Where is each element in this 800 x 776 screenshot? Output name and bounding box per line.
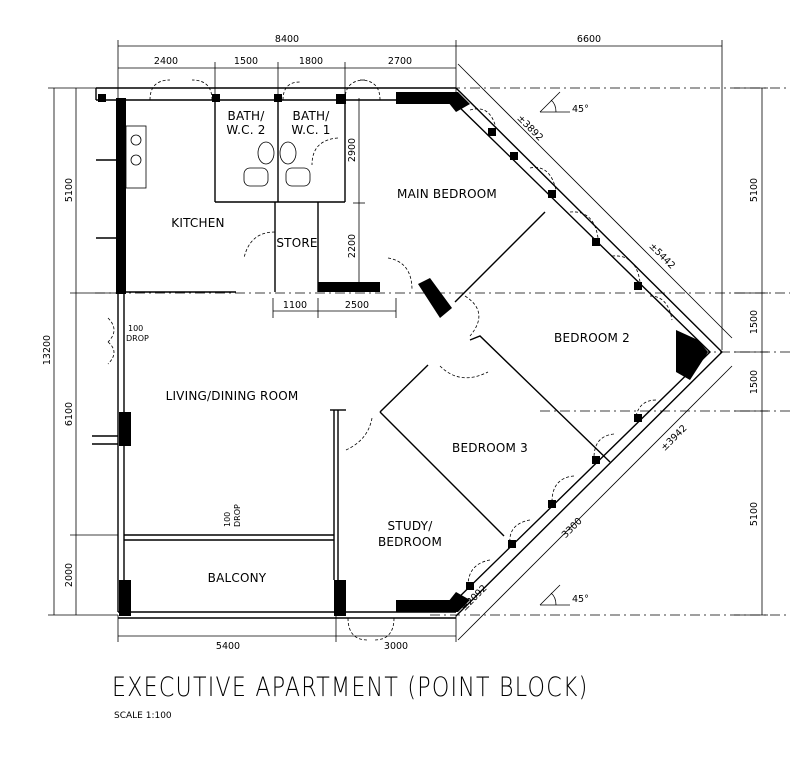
room-label-living-dining: LIVING/DINING ROOM: [166, 389, 299, 403]
dim-diag-3892: ±3892: [515, 113, 546, 144]
wash-basin: [279, 141, 297, 165]
dim-diag-3942: ±3942: [659, 423, 690, 454]
kitchen-sink: [125, 125, 147, 189]
angle-markers: 45° 45°: [539, 91, 589, 606]
toilet: [285, 167, 311, 187]
room-labels: BATH/ W.C. 2 BATH/ W.C. 1 KITCHEN STORE …: [166, 109, 630, 585]
doors: [107, 79, 673, 641]
dim-right-seg-1: 5100: [749, 178, 760, 202]
dim-store-1100: 1100: [283, 300, 307, 311]
toilet: [243, 167, 269, 187]
wash-basin: [257, 141, 275, 165]
centre-lines: [95, 87, 790, 616]
dim-diag-3300: 3300: [560, 516, 585, 541]
angle-bottom-label: 45°: [572, 594, 589, 605]
dim-store-2500: 2500: [345, 300, 369, 311]
fixtures: [125, 125, 311, 189]
room-label-bath1-line2: W.C. 1: [291, 123, 330, 137]
dim-top-6600: 6600: [577, 34, 601, 45]
dim-right-seg-3: 1500: [749, 370, 760, 394]
drop-balcony-value: 100: [223, 512, 232, 527]
dim-left-seg-1: 5100: [64, 178, 75, 202]
dimension-lines: [48, 40, 768, 642]
drawing-title: EXECUTIVE APARTMENT (POINT BLOCK): [112, 672, 589, 703]
room-label-bedroom-3: BEDROOM 3: [452, 441, 528, 455]
walls: [92, 87, 723, 619]
room-label-store: STORE: [276, 236, 317, 250]
drop-balcony-label: DROP: [233, 504, 242, 527]
dim-top-seg-4: 2700: [388, 56, 412, 67]
dim-diag-5442: ±5442: [647, 241, 678, 272]
room-label-balcony: BALCONY: [208, 571, 267, 585]
dimension-labels: 8400 6600 2400 1500 1800 2700 13200 5100…: [42, 34, 760, 652]
dim-top-seg-2: 1500: [234, 56, 258, 67]
dim-bottom-5400: 5400: [216, 641, 240, 652]
dim-left-seg-3: 2000: [64, 563, 75, 587]
room-label-bedroom-2: BEDROOM 2: [554, 331, 630, 345]
dim-left-overall: 13200: [42, 335, 53, 365]
drop-annotations: 100 DROP 100 DROP: [126, 324, 242, 527]
drop-left-label: DROP: [126, 334, 149, 343]
dim-bath-2900: 2900: [347, 138, 358, 162]
dim-bottom-3000: 3000: [384, 641, 408, 652]
room-label-bath1-line1: BATH/: [293, 109, 331, 123]
angle-top-label: 45°: [572, 104, 589, 115]
dim-left-seg-2: 6100: [64, 402, 75, 426]
dim-right-seg-2: 1500: [749, 310, 760, 334]
dim-top-seg-3: 1800: [299, 56, 323, 67]
room-label-study-line1: STUDY/: [388, 519, 434, 533]
room-label-bath2-line1: BATH/: [228, 109, 266, 123]
drawing-scale: SCALE 1:100: [114, 711, 172, 721]
dim-right-seg-4: 5100: [749, 502, 760, 526]
drop-left-value: 100: [128, 324, 143, 333]
room-label-kitchen: KITCHEN: [171, 216, 224, 230]
dim-store-2200: 2200: [347, 234, 358, 258]
room-label-main-bedroom: MAIN BEDROOM: [397, 187, 497, 201]
room-label-bath2-line2: W.C. 2: [226, 123, 265, 137]
dim-top-seg-1: 2400: [154, 56, 178, 67]
room-label-study-line2: BEDROOM: [378, 535, 442, 549]
dim-top-8400: 8400: [275, 34, 299, 45]
